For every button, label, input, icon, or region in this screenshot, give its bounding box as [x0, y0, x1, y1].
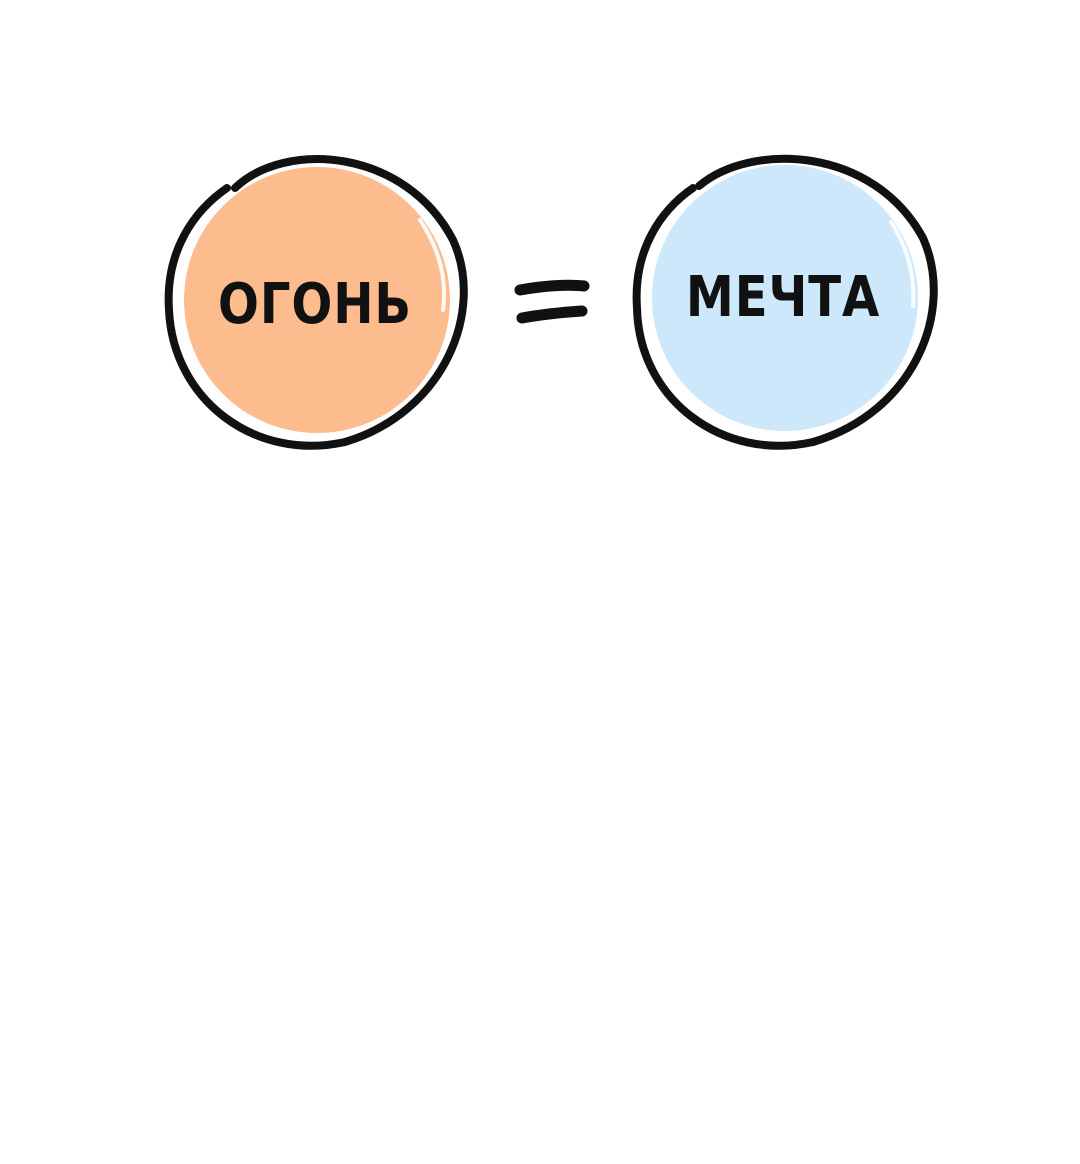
right-term-bubble: МЕЧТА — [632, 150, 938, 450]
right-circle-shape — [632, 154, 938, 450]
equals-sign-icon — [512, 278, 592, 330]
right-circle-outline — [632, 154, 938, 450]
left-term-bubble: ОГОНЬ — [164, 150, 468, 450]
right-circle-highlight — [889, 220, 916, 308]
left-circle-shape — [164, 155, 468, 450]
left-term-label: ОГОНЬ — [218, 272, 412, 337]
right-term-label: МЕЧТА — [685, 265, 881, 330]
left-circle-fill — [184, 167, 450, 433]
right-circle-fill — [652, 165, 918, 431]
left-circle-highlight — [418, 218, 447, 312]
left-circle-outline — [164, 155, 468, 450]
